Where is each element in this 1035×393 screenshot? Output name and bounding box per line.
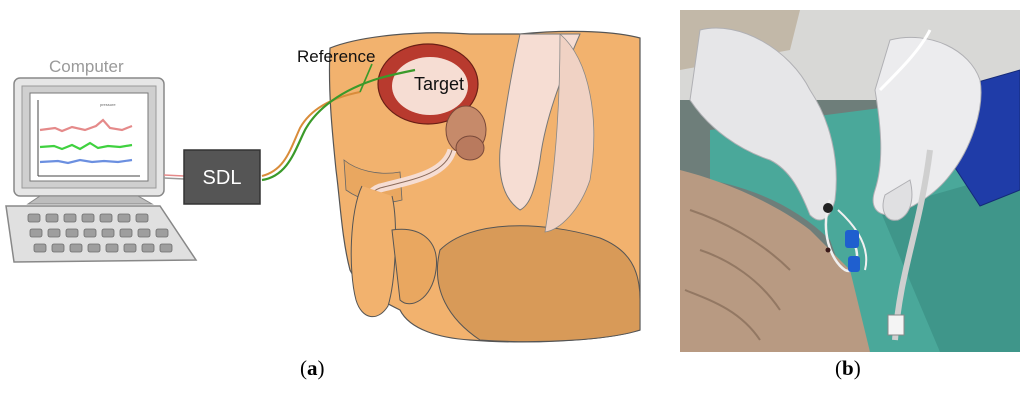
electrode-mark xyxy=(826,248,831,253)
sdl-device: SDL xyxy=(184,150,260,204)
sdl-label: SDL xyxy=(203,167,242,189)
target-label: Target xyxy=(414,74,464,94)
computer-neck xyxy=(28,196,152,204)
computer-label: Computer xyxy=(49,57,124,76)
seminal-vesicle xyxy=(456,136,484,160)
cable-connector xyxy=(888,315,904,335)
photo-svg xyxy=(680,10,1020,352)
panel-b-photo xyxy=(680,10,1020,352)
caption-a-letter: a xyxy=(307,356,318,380)
caption-a-open: ( xyxy=(300,356,307,380)
reference-label: Reference xyxy=(297,47,375,66)
cable-red xyxy=(164,175,184,176)
panel-a-diagram: pressure Computer SDL xyxy=(0,0,670,388)
thigh xyxy=(437,226,640,342)
caption-a: (a) xyxy=(300,356,325,381)
blue-clip-1 xyxy=(845,230,859,248)
caption-b-open: ( xyxy=(835,356,842,380)
diagram-svg: pressure Computer SDL xyxy=(0,0,670,388)
penis xyxy=(351,186,395,317)
computer-illustration: pressure Computer xyxy=(6,57,196,262)
caption-a-close: ) xyxy=(318,356,325,380)
caption-b: (b) xyxy=(835,356,861,381)
electrode-tip-1 xyxy=(823,203,833,213)
monitor-screen xyxy=(30,93,148,181)
blue-clip-2 xyxy=(848,256,860,272)
cable-grey xyxy=(164,178,184,179)
pelvis-sagittal-section xyxy=(329,31,640,341)
screen-tiny-label: pressure xyxy=(100,102,116,107)
caption-b-close: ) xyxy=(854,356,861,380)
caption-b-letter: b xyxy=(842,356,854,380)
